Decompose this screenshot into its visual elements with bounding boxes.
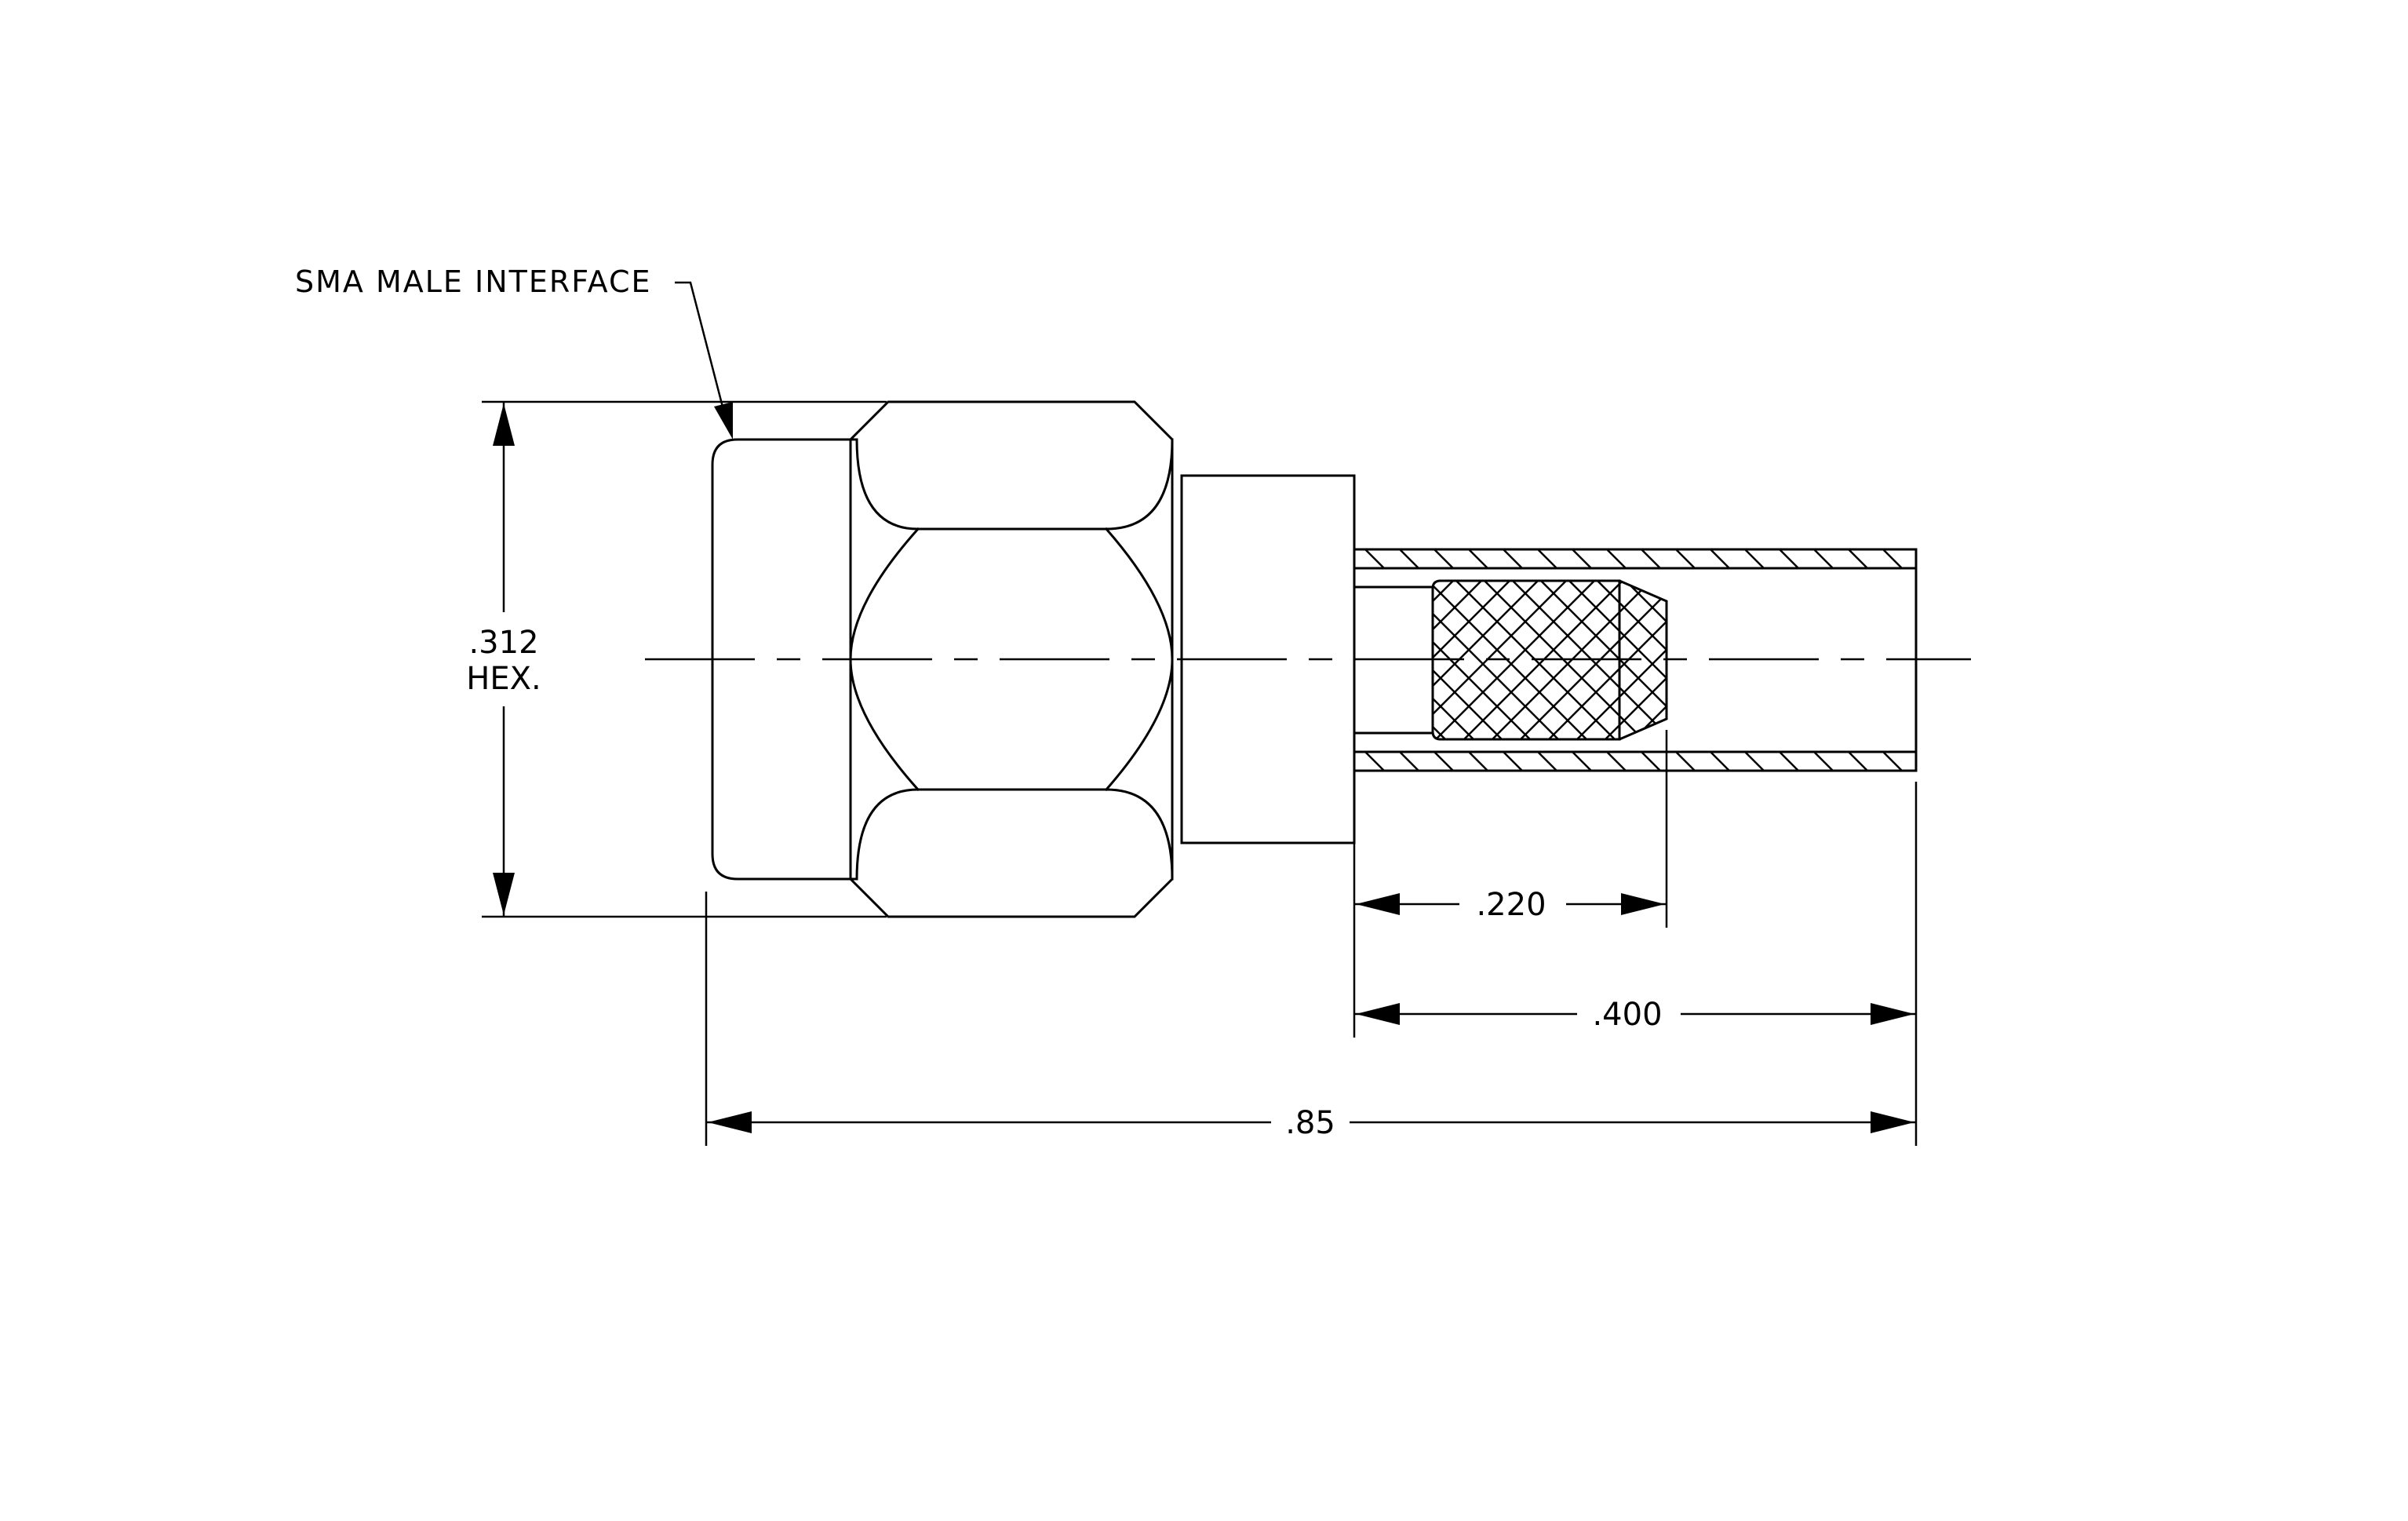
hatch-line (1813, 751, 1834, 771)
hatch-line (1641, 751, 1661, 771)
pin-dimension-label: .220 (1476, 887, 1546, 923)
overall-dimension: .85 (706, 1105, 1916, 1141)
hatch-line (1572, 549, 1592, 569)
sleeve-arrow-right (1871, 1003, 1914, 1025)
pin-arrow-right (1621, 893, 1665, 915)
callout-arrowhead (714, 402, 733, 440)
hatch-line (1434, 751, 1454, 771)
hatch-line (1606, 549, 1627, 569)
hatch-line (1710, 549, 1730, 569)
hex-suffix-label: HEX. (466, 661, 541, 697)
hatch-line (1364, 751, 1385, 771)
pin-dimension: .220 (1354, 887, 1667, 923)
sleeve-dimension: .400 (1354, 997, 1916, 1033)
hatch-line (1606, 751, 1627, 771)
hatch-line (1434, 549, 1454, 569)
hatch-line (1364, 549, 1385, 569)
overall-dimension-label: .85 (1285, 1105, 1335, 1141)
hatch-line (1813, 549, 1834, 569)
hex-arrow-top (493, 403, 515, 446)
hatch-line (1468, 751, 1488, 771)
hatch-line (1503, 751, 1523, 771)
hatch-line (1779, 549, 1799, 569)
hex-value-label: .312 (468, 625, 538, 661)
hatch-line (1468, 549, 1488, 569)
callout-leader (675, 281, 727, 417)
hatch-line (1572, 751, 1592, 771)
hatch-line (1710, 751, 1730, 771)
hatch-line (1675, 549, 1696, 569)
interface-label: SMA MALE INTERFACE (295, 264, 652, 299)
sleeve-arrow-left (1356, 1003, 1400, 1025)
hatch-line (1882, 751, 1903, 771)
hatch-line (1744, 549, 1765, 569)
interface-callout: SMA MALE INTERFACE (295, 264, 733, 440)
pin-arrow-left (1356, 893, 1400, 915)
hatch-line (1882, 549, 1903, 569)
hatch-line (1744, 751, 1765, 771)
hatch-line (1848, 751, 1868, 771)
hatch-line (1399, 549, 1419, 569)
overall-arrow-right (1871, 1111, 1914, 1133)
hatch-line (1503, 549, 1523, 569)
hatch-line (1675, 751, 1696, 771)
hatch-line (1537, 549, 1557, 569)
hatch-line (1641, 549, 1661, 569)
sleeve-hatch-bottom (1364, 751, 1903, 771)
extension-lines (705, 730, 1918, 1146)
sleeve-hatch-top (1364, 549, 1903, 569)
hex-arrow-bottom (493, 873, 515, 915)
hatch-line (1779, 751, 1799, 771)
hatch-line (1848, 549, 1868, 569)
sleeve-dimension-label: .400 (1592, 997, 1662, 1033)
overall-arrow-left (708, 1111, 752, 1133)
hatch-line (1399, 751, 1419, 771)
hex-dimension: .312 HEX. (466, 400, 887, 918)
crimp-sleeve (1353, 548, 1918, 772)
hatch-line (1537, 751, 1557, 771)
